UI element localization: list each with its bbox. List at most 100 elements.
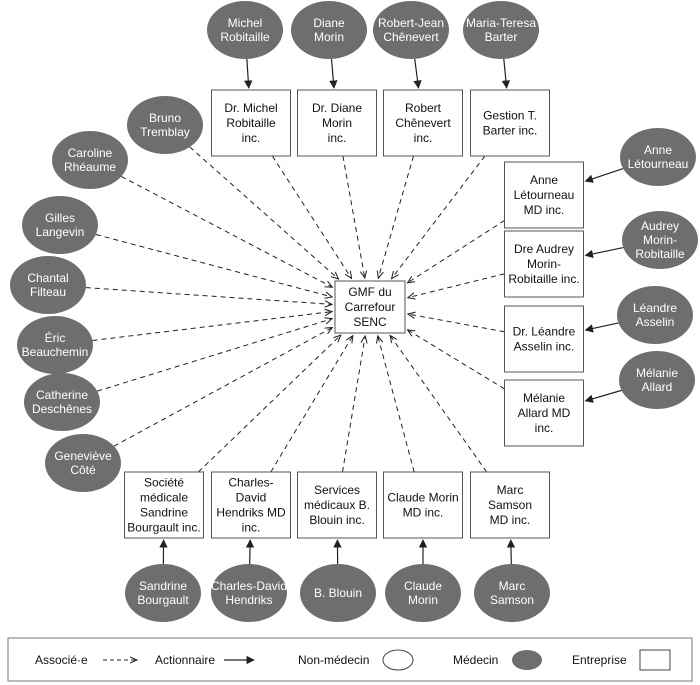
legend-non-physician-label: Non-médecin: [298, 653, 369, 667]
company-label-line: Dr. Michel: [224, 101, 277, 115]
company-box: [504, 230, 584, 298]
company-label: Gestion T.Barter inc.: [483, 109, 538, 138]
physician-ellipse: [622, 211, 698, 269]
physician-label-line: Létourneau: [628, 157, 689, 171]
company-box: [383, 89, 463, 157]
physician-ellipse: [373, 1, 449, 59]
company-label-line: inc.: [414, 131, 433, 145]
physician-ellipse: [474, 564, 550, 622]
physician-label-line: Tremblay: [140, 125, 190, 139]
company-label-line: Services: [314, 483, 360, 497]
company-label-line: Létourneau: [514, 188, 575, 202]
physician-label-line: Caroline: [68, 146, 113, 160]
legend-physician-symbol: [512, 650, 542, 670]
associate-edge-c-morin-d: [342, 155, 365, 278]
physician-label-line: Éric: [45, 330, 66, 345]
company-box: [211, 89, 291, 157]
physician-label-line: Rhéaume: [64, 160, 116, 174]
associate-edge-c-morin-robitaille: [408, 273, 505, 298]
physician-label: B. Blouin: [314, 586, 362, 600]
physician-label-line: Charles-David: [211, 579, 287, 593]
legend: Associé·e Actionnaire Non-médecin Médeci…: [7, 637, 693, 682]
company-box: [211, 471, 291, 539]
associate-edge-p-filteau: [85, 287, 332, 305]
physician-ellipse: [617, 286, 693, 344]
physician-label-line: Michel: [228, 16, 263, 30]
associate-edge-c-morin-c: [378, 336, 415, 473]
company-label-line: médicaux B.: [304, 498, 370, 512]
physician-ellipse: [211, 564, 287, 622]
company-label-line: Samson: [488, 498, 532, 512]
shareholder-edge-p-chenevert: [413, 58, 422, 89]
shareholder-edge-p-asselin: [584, 322, 619, 333]
physician-ellipse: [125, 564, 201, 622]
company-label-line: Anne: [530, 173, 558, 187]
associate-edge-p-beauchemin: [92, 312, 332, 341]
physician-ellipse: [620, 128, 696, 186]
associate-edge-p-tremblay: [189, 146, 339, 279]
physician-ellipse: [619, 351, 695, 409]
company-label-line: inc.: [242, 131, 261, 145]
physician-label-line: Bruno: [149, 111, 181, 125]
physician-label-line: Langevin: [36, 225, 85, 239]
shareholder-edge-p-hendriks: [245, 539, 255, 565]
company-label-line: David: [236, 491, 267, 505]
associate-edge-c-bourgault: [197, 335, 340, 473]
company-label-line: Gestion T.: [483, 109, 537, 123]
physician-label-line: Gilles: [45, 211, 75, 225]
physician-ellipse: [300, 564, 376, 622]
associate-edge-p-rheaume: [121, 175, 332, 287]
company-label-line: Morin: [322, 116, 352, 130]
physician-ellipse: [291, 1, 367, 59]
physician-ellipse: [207, 1, 283, 59]
company-label-line: Dr. Diane: [312, 101, 362, 115]
company-label-line: inc.: [242, 521, 261, 535]
physician-ellipse: [17, 316, 93, 374]
physician-label-line: Côté: [70, 463, 96, 477]
associate-edge-p-langevin: [95, 234, 332, 296]
company-box: [504, 161, 584, 229]
company-label-line: Allard MD: [518, 406, 571, 420]
company-label-line: médicale: [140, 491, 188, 505]
physician-label-line: Bourgault: [137, 593, 189, 607]
physician-ellipse: [52, 131, 128, 189]
legend-physician-label: Médecin: [453, 653, 498, 667]
physician-label-line: Allard: [642, 380, 673, 394]
physician-label-line: Marc: [499, 579, 526, 593]
company-label-line: Claude Morin: [387, 491, 458, 505]
associate-edge-c-samson: [390, 335, 488, 473]
physician-label-line: Sandrine: [139, 579, 187, 593]
physician-label-line: Robitaille: [220, 30, 270, 44]
company-box: [470, 471, 550, 539]
